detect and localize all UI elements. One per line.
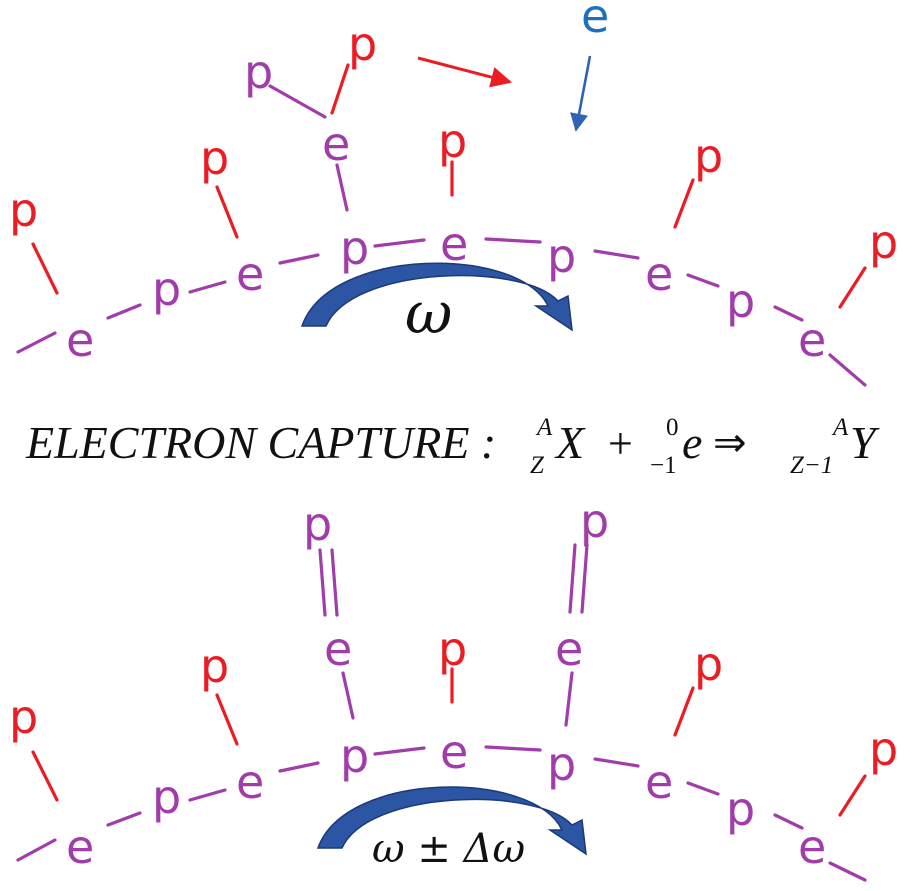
proton: p [152,262,181,316]
electron: e [236,247,264,301]
electron: e [66,313,94,367]
electron: e [555,622,583,676]
proton: p [152,770,181,824]
element-y: Y [850,417,880,468]
proton: p [340,729,369,783]
proton: p [200,639,229,693]
proton: p [547,737,576,791]
mass-number-a-product: A [831,414,849,441]
electron: e [322,117,350,171]
electron: e [236,755,264,809]
proton: p [9,690,38,744]
element-x: X [554,417,586,468]
top-chain [16,63,867,387]
proton: p [438,622,467,676]
electron-symbol: e [682,417,702,468]
proton: p [726,274,755,328]
electron: e [324,622,352,676]
proton: p [726,782,755,836]
blue-incoming-arrow [570,55,592,132]
proton: p [694,129,723,183]
electron-charge: −1 [650,452,677,479]
electron: e [798,820,826,874]
proton: p [694,637,723,691]
atomic-number-z: Z [530,452,545,479]
implies-arrow: ⇒ [713,420,747,466]
proton: p [340,221,369,275]
equation-prefix: ELECTRON CAPTURE : [25,417,496,468]
red-motion-arrow [417,56,513,88]
proton: p [348,17,377,71]
proton: p [303,497,332,551]
electron: e [645,247,673,301]
electron-mass-number: 0 [666,414,679,441]
mass-number-a: A [535,414,553,441]
incoming-electron: e [581,0,609,43]
proton: p [869,722,898,776]
equation: ELECTRON CAPTURE : A Z X + 0 −1 e ⇒ A Z−… [25,414,880,479]
plus-sign: + [608,419,633,468]
bottom-chain [16,543,867,882]
electron: e [440,725,468,779]
electron: e [798,313,826,367]
bottom-rotation-arrow-icon [316,786,587,856]
proton: p [547,229,576,283]
bottom-particles: p e p e p p e p p e p e p e p p e p [9,494,898,874]
top-rotation-label: ω [405,279,452,347]
proton: p [580,494,609,548]
electron: e [66,820,94,874]
electron: e [440,217,468,271]
proton: p [438,114,467,168]
proton: p [869,215,898,269]
proton: p [200,131,229,185]
electron: e [645,755,673,809]
atomic-number-z-minus-1: Z−1 [790,452,833,479]
proton: p [244,45,273,99]
top-rotation-arrow-icon [300,262,573,332]
top-particles: p e p e p p e p p p e p e p p e p e [9,0,898,367]
bottom-rotation-label: ω ± Δω [372,826,525,872]
proton: p [9,183,38,237]
